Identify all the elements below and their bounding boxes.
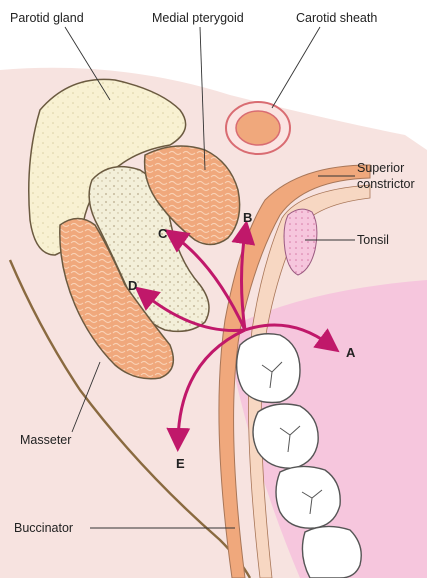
tooth-2: [253, 404, 318, 468]
arrow-label-c: C: [158, 226, 168, 241]
arrow-label-b: B: [243, 210, 252, 225]
arrow-label-a: A: [346, 345, 356, 360]
label-superior-constrictor-1: Superior: [357, 161, 404, 175]
arrow-label-d: D: [128, 278, 137, 293]
leader-carotid: [272, 27, 320, 108]
label-masseter: Masseter: [20, 433, 71, 447]
label-parotid-gland: Parotid gland: [10, 11, 84, 25]
arrow-label-e: E: [176, 456, 185, 471]
tooth-3: [276, 466, 340, 528]
label-superior-constrictor-2: constrictor: [357, 177, 415, 191]
tooth-1: [237, 334, 300, 403]
label-medial-pterygoid: Medial pterygoid: [152, 11, 244, 25]
tooth-4: [302, 526, 361, 578]
label-carotid-sheath: Carotid sheath: [296, 11, 377, 25]
label-buccinator: Buccinator: [14, 521, 73, 535]
carotid-sheath-inner: [236, 111, 280, 145]
label-tonsil: Tonsil: [357, 233, 389, 247]
